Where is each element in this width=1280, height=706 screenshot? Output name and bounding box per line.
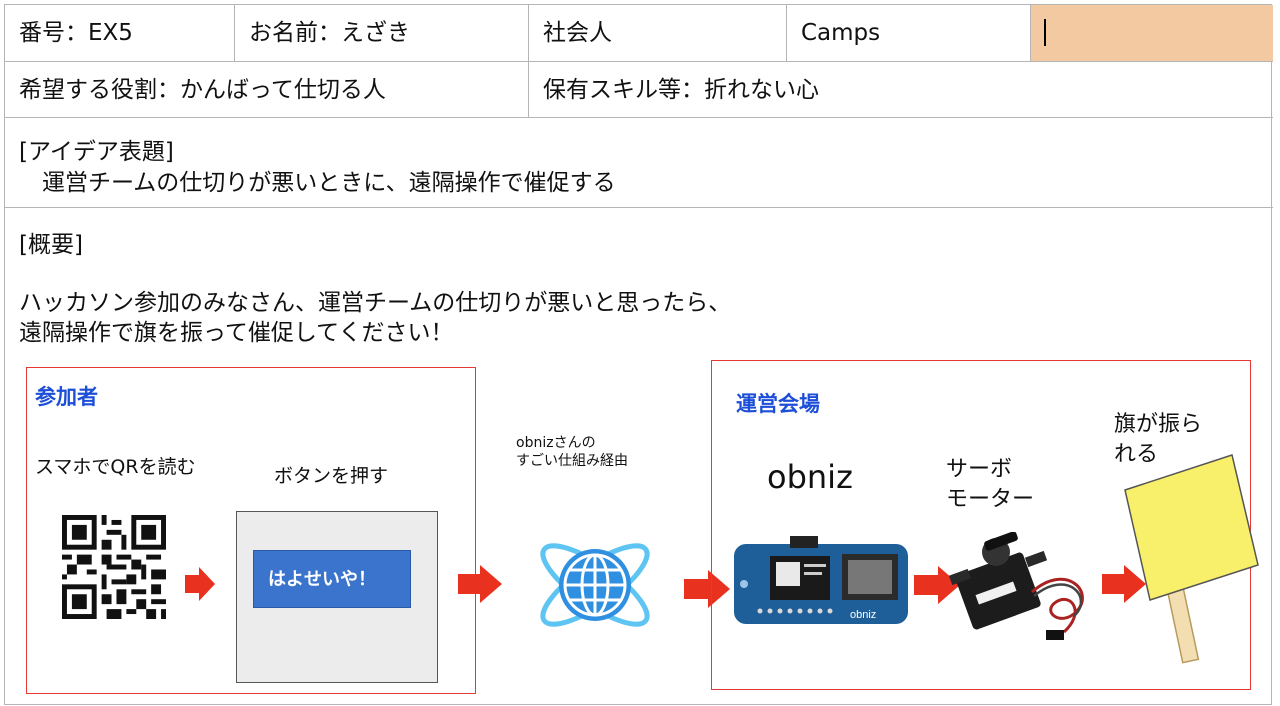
globe-network-icon <box>540 543 650 627</box>
arrow-right-icon <box>185 567 215 601</box>
phone-screen: はよせいや！ <box>236 511 438 683</box>
press-label: ボタンを押す <box>274 465 389 487</box>
flag-label-2: れる <box>1114 442 1159 467</box>
hurry-button[interactable]: はよせいや！ <box>253 550 411 608</box>
qr-code-icon <box>62 515 166 619</box>
role-text: 希望する役割：かんばって仕切る人 <box>19 77 386 103</box>
overview-line-2: 遠隔操作で旗を振って催促してください！ <box>19 320 454 346</box>
text-cursor <box>1044 19 1046 46</box>
obniz-label: obniz <box>767 458 853 496</box>
name-cell[interactable]: お名前：えざき <box>235 5 529 62</box>
category-cell[interactable]: 社会人 <box>529 5 787 62</box>
scan-label: スマホでQRを読む <box>35 456 196 478</box>
overview-heading: [概要] <box>19 232 83 258</box>
servo-label-1: サーボ <box>946 457 1013 482</box>
role-cell[interactable]: 希望する役割：かんばって仕切る人 <box>5 62 529 118</box>
venue-box <box>711 360 1251 690</box>
flag-label-1: 旗が振ら <box>1114 412 1203 437</box>
active-cell[interactable] <box>1031 5 1273 62</box>
number-cell[interactable]: 番号：EX5 <box>5 5 235 62</box>
venue-title: 運営会場 <box>736 392 820 416</box>
board-brand-text: obniz <box>850 609 876 621</box>
idea-title: 運営チームの仕切りが悪いときに、遠隔操作で催促する <box>19 170 616 196</box>
arrow-right-icon <box>914 566 960 604</box>
via-label-2: すごい仕組み経由 <box>516 453 628 469</box>
participant-box <box>26 367 476 694</box>
arrow-right-icon <box>684 570 730 608</box>
skill-cell[interactable]: 保有スキル等：折れない心 <box>529 62 1273 118</box>
participant-title: 参加者 <box>35 385 98 409</box>
arrow-right-icon <box>458 565 502 603</box>
servo-label-2: モーター <box>946 487 1035 512</box>
idea-heading: [アイデア表題] <box>19 139 174 165</box>
via-label-1: obnizさんの <box>516 435 596 451</box>
arrow-right-icon <box>1102 565 1146 603</box>
overview-cell[interactable]: [概要] ハッカソン参加のみなさん、運営チームの仕切りが悪いと思ったら、 遠隔操… <box>5 208 1273 706</box>
form-grid: 番号：EX5 お名前：えざき 社会人 Camps 希望する役割：かんばって仕切る… <box>4 4 1273 706</box>
obniz-board-icon: obniz <box>734 536 908 624</box>
skill-text: 保有スキル等：折れない心 <box>543 77 819 103</box>
idea-cell[interactable]: [アイデア表題] 運営チームの仕切りが悪いときに、遠隔操作で催促する <box>5 118 1273 208</box>
name-text: お名前：えざき <box>249 20 410 46</box>
overview-line-1: ハッカソン参加のみなさん、運営チームの仕切りが悪いと思ったら、 <box>19 290 732 316</box>
flag-icon <box>1124 454 1259 664</box>
servo-motor-icon <box>948 532 1084 640</box>
group-cell[interactable]: Camps <box>787 5 1031 62</box>
group-text: Camps <box>801 20 881 46</box>
number-text: 番号：EX5 <box>19 20 133 46</box>
category-text: 社会人 <box>543 20 612 46</box>
